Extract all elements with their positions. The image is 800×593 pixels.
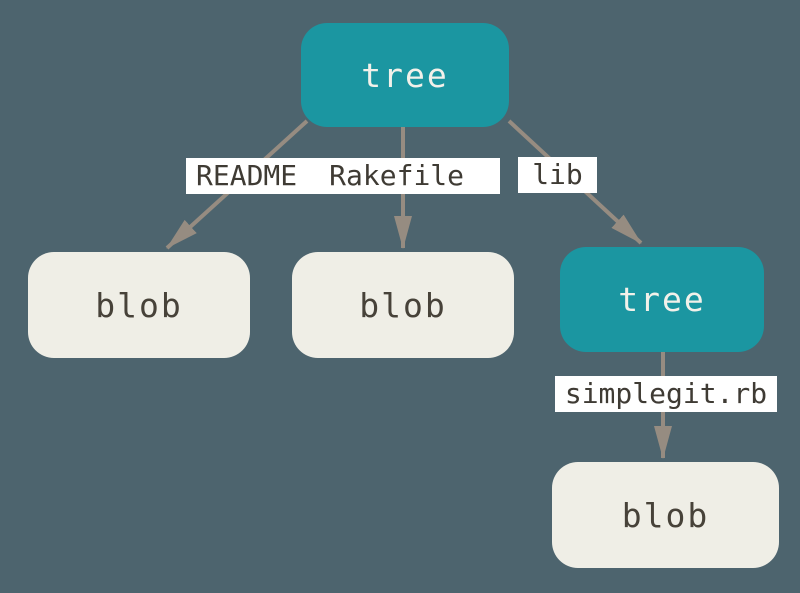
- edge-label-rakefile: Rakefile: [329, 159, 465, 192]
- node-tree-lib-label: tree: [618, 280, 706, 319]
- node-blob-simplegit-label: blob: [621, 495, 710, 535]
- node-blob-simplegit: blob: [552, 462, 779, 568]
- node-blob-readme: blob: [28, 252, 250, 358]
- node-tree-lib: tree: [560, 247, 764, 352]
- node-blob-readme-label: blob: [95, 285, 183, 325]
- edge-label-lib-text: lib: [532, 158, 583, 191]
- edge-label-simplegit: simplegit.rb: [555, 376, 777, 412]
- node-blob-rakefile-label: blob: [359, 285, 447, 325]
- edge-label-lib: lib: [518, 157, 597, 193]
- node-blob-rakefile: blob: [292, 252, 514, 358]
- edge-label-simplegit-text: simplegit.rb: [564, 377, 768, 410]
- node-tree-root: tree: [301, 23, 509, 127]
- edge-label-readme-rakefile: README Rakefile: [186, 158, 500, 194]
- node-tree-root-label: tree: [361, 55, 449, 95]
- edge-label-readme: README: [196, 159, 298, 192]
